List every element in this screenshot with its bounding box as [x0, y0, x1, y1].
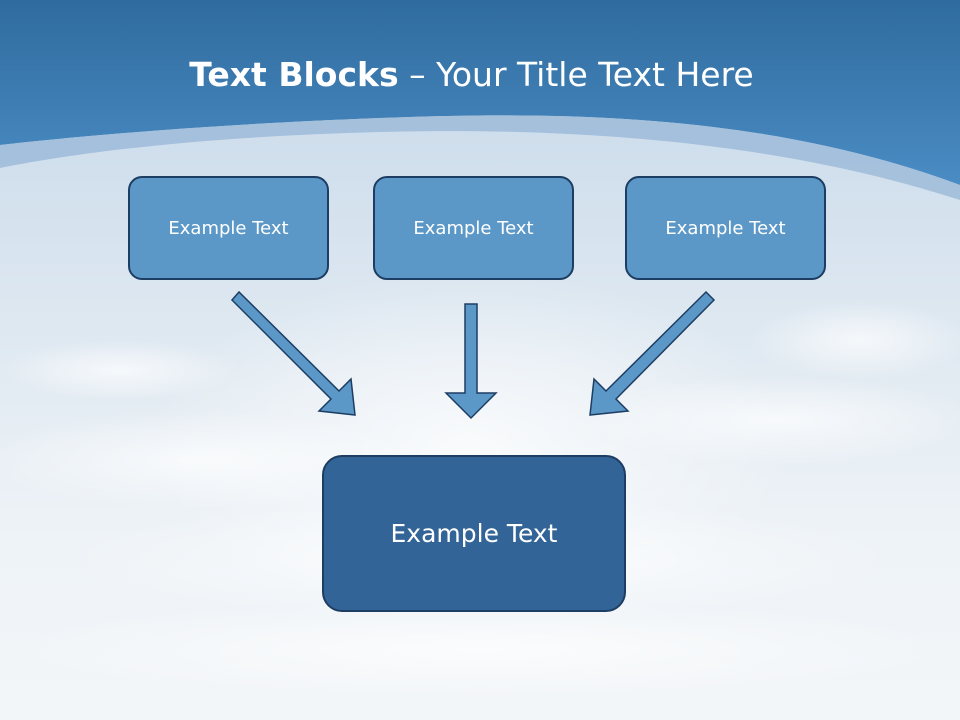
cloud: [0, 340, 240, 400]
text-block-label: Example Text: [413, 217, 534, 239]
header-swoosh: [0, 115, 960, 200]
text-block-1[interactable]: Example Text: [128, 176, 329, 280]
text-block-label: Example Text: [665, 217, 786, 239]
text-block-2[interactable]: Example Text: [373, 176, 574, 280]
title-bold: Text Blocks: [189, 55, 399, 94]
title-rest: – Your Title Text Here: [398, 55, 754, 94]
cloud: [750, 300, 960, 380]
text-block-main[interactable]: Example Text: [322, 455, 626, 612]
header-band: [0, 0, 960, 185]
page-title: Text Blocks – Your Title Text Here: [0, 52, 943, 98]
text-block-main-label: Example Text: [390, 519, 558, 548]
text-block-label: Example Text: [168, 217, 289, 239]
cloud: [0, 600, 960, 700]
cloud: [0, 410, 420, 510]
text-block-3[interactable]: Example Text: [625, 176, 826, 280]
